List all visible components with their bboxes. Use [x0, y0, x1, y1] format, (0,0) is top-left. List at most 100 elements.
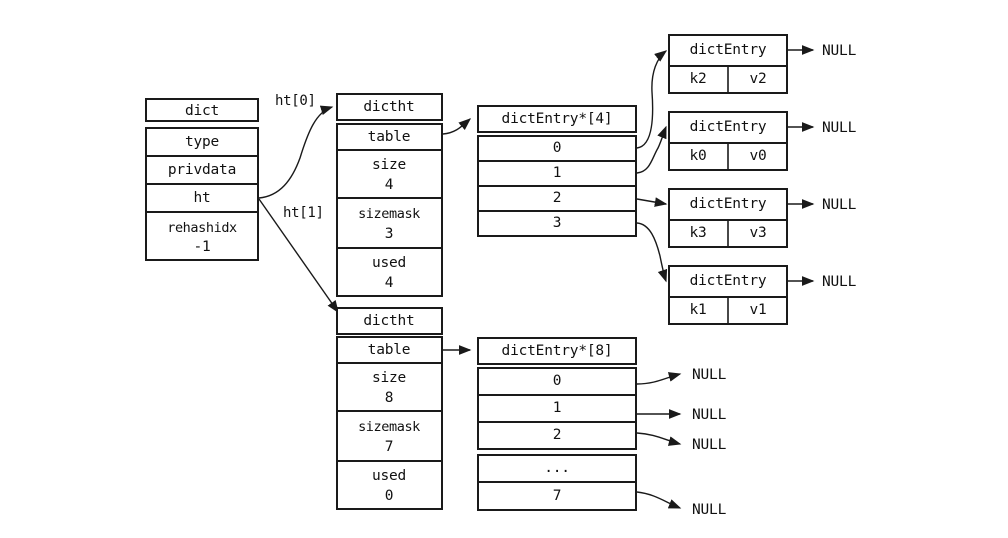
- ht1-size-value: 8: [385, 390, 394, 406]
- ht1-used-cell: [336, 460, 443, 510]
- connector-ht0-table-to-array: [442, 118, 472, 135]
- entry-k0-header-cell: [668, 111, 788, 144]
- ht1-used-value: 0: [385, 488, 394, 504]
- ht1-table-label: table: [368, 342, 411, 358]
- entry-k1-key-label: k1: [689, 302, 706, 318]
- connector-array1-row7-null: [636, 491, 682, 509]
- entry-node-k2: dictEntry k2 v2 NULL: [668, 34, 857, 94]
- entry-k0-value-label: v0: [749, 148, 766, 164]
- entry-k1-next-null: NULL: [822, 274, 857, 290]
- entry-k0-header-label: dictEntry: [690, 119, 767, 135]
- array0-row-2-label: 2: [553, 190, 562, 206]
- connector-bucket1-to-entry-k0: [636, 125, 667, 174]
- ht0-sizemask-label: sizemask: [358, 206, 420, 222]
- ht0-size-label: size: [372, 157, 406, 173]
- entry-node-k0: dictEntry k0 v0 NULL: [668, 111, 857, 171]
- ht0-used-cell: [336, 247, 443, 297]
- array1-row-ellipsis-label: ...: [544, 460, 570, 476]
- dict-field-privdata-label: privdata: [168, 162, 236, 178]
- array0-row-3-label: 3: [553, 215, 562, 231]
- connector-bucket0-to-entry-k2: [636, 50, 668, 149]
- connector-ht1: [258, 198, 339, 314]
- ht1-sizemask-value: 7: [385, 439, 394, 455]
- connector-bucket3-to-entry-k1: [636, 222, 668, 283]
- dict-header-cell: [145, 98, 259, 122]
- ht0-used-value: 4: [385, 275, 394, 291]
- hashtable-1: dictht table size 8 sizemask 7 used 0: [336, 307, 443, 510]
- array0-row-3: [477, 210, 637, 237]
- array0-row-1-label: 1: [553, 165, 562, 181]
- ht0-size-cell: [336, 149, 443, 199]
- entry-k1-header-label: dictEntry: [690, 273, 767, 289]
- array0-row-1: [477, 160, 637, 187]
- ht0-header-label: dictht: [363, 99, 414, 115]
- connector-array1-row2-null: [636, 432, 682, 446]
- array1-header-label: dictEntry*[8]: [502, 343, 613, 359]
- connector-bucket2-to-entry-k3: [636, 197, 668, 207]
- dict-header-label: dict: [185, 103, 219, 119]
- dict-struct: dict type privdata ht rehashidx -1: [145, 98, 259, 261]
- entry-k3-key-label: k3: [689, 225, 706, 241]
- ht1-sizemask-cell: [336, 410, 443, 462]
- connector-array1-row0-null: [636, 372, 682, 385]
- array0-header-cell: [477, 105, 637, 133]
- entry-k3-value-label: v3: [749, 225, 766, 241]
- entry-k2-value-label: v2: [749, 71, 766, 87]
- entry-k0-key-label: k0: [689, 148, 706, 164]
- array1-row-0-label: 0: [553, 373, 562, 389]
- edge-label-ht0: ht[0]: [275, 93, 316, 109]
- array1-row-1-label: 1: [553, 400, 562, 416]
- array1-row-2: [477, 421, 637, 450]
- bucket-array-1: dictEntry*[8] 0 1 2 ... 7: [477, 337, 637, 511]
- ht0-table-cell: [336, 123, 443, 151]
- array1-null-1: NULL: [692, 407, 727, 423]
- dict-field-rehashidx-value: -1: [193, 239, 210, 255]
- entry-node-k1: dictEntry k1 v1 NULL: [668, 265, 857, 325]
- array1-row-7-label: 7: [553, 488, 562, 504]
- array1-row-2-label: 2: [553, 427, 562, 443]
- entry-k2-header-label: dictEntry: [690, 42, 767, 58]
- dict-field-type-cell: [145, 127, 259, 157]
- ht0-sizemask-cell: [336, 197, 443, 249]
- dict-field-rehashidx-label: rehashidx: [167, 220, 237, 236]
- ht0-sizemask-value: 3: [385, 226, 394, 242]
- ht0-header-cell: [336, 93, 443, 121]
- entry-k2-next-null: NULL: [822, 43, 857, 59]
- connector-ht0: [258, 105, 334, 199]
- entry-k3-header-cell: [668, 188, 788, 221]
- entry-k1-value-label: v1: [749, 302, 766, 318]
- ht0-table-label: table: [368, 129, 411, 145]
- dict-field-ht-cell: [145, 183, 259, 213]
- entry-k2-key-label: k2: [689, 71, 706, 87]
- ht1-used-label: used: [372, 468, 406, 484]
- array1-row-7: [477, 481, 637, 511]
- array0-row-0: [477, 135, 637, 162]
- hashtable-0: dictht table size 4 sizemask 3 used 4: [336, 93, 443, 297]
- bucket-array-0: dictEntry*[4] 0 1 2 3: [477, 105, 637, 237]
- ht1-sizemask-label: sizemask: [358, 419, 420, 435]
- ht1-header-label: dictht: [363, 313, 414, 329]
- entry-k3-next-null: NULL: [822, 197, 857, 213]
- array1-null-2: NULL: [692, 437, 727, 453]
- dict-field-type-label: type: [185, 134, 219, 150]
- array0-header-label: dictEntry*[4]: [502, 111, 613, 127]
- array1-null-3: NULL: [692, 502, 727, 518]
- ht0-size-value: 4: [385, 177, 394, 193]
- ht0-used-label: used: [372, 255, 406, 271]
- ht1-size-label: size: [372, 370, 406, 386]
- array1-row-1: [477, 394, 637, 423]
- array0-row-0-label: 0: [553, 140, 562, 156]
- dict-field-ht-label: ht: [193, 190, 210, 206]
- dict-field-rehashidx-cell: [145, 211, 259, 261]
- ht1-header-cell: [336, 307, 443, 335]
- entry-k0-next-null: NULL: [822, 120, 857, 136]
- array1-header-cell: [477, 337, 637, 365]
- ht1-size-cell: [336, 362, 443, 412]
- entry-k1-header-cell: [668, 265, 788, 298]
- array1-null-0: NULL: [692, 367, 727, 383]
- dict-field-privdata-cell: [145, 155, 259, 185]
- entry-k3-header-label: dictEntry: [690, 196, 767, 212]
- edge-label-ht1: ht[1]: [283, 205, 324, 221]
